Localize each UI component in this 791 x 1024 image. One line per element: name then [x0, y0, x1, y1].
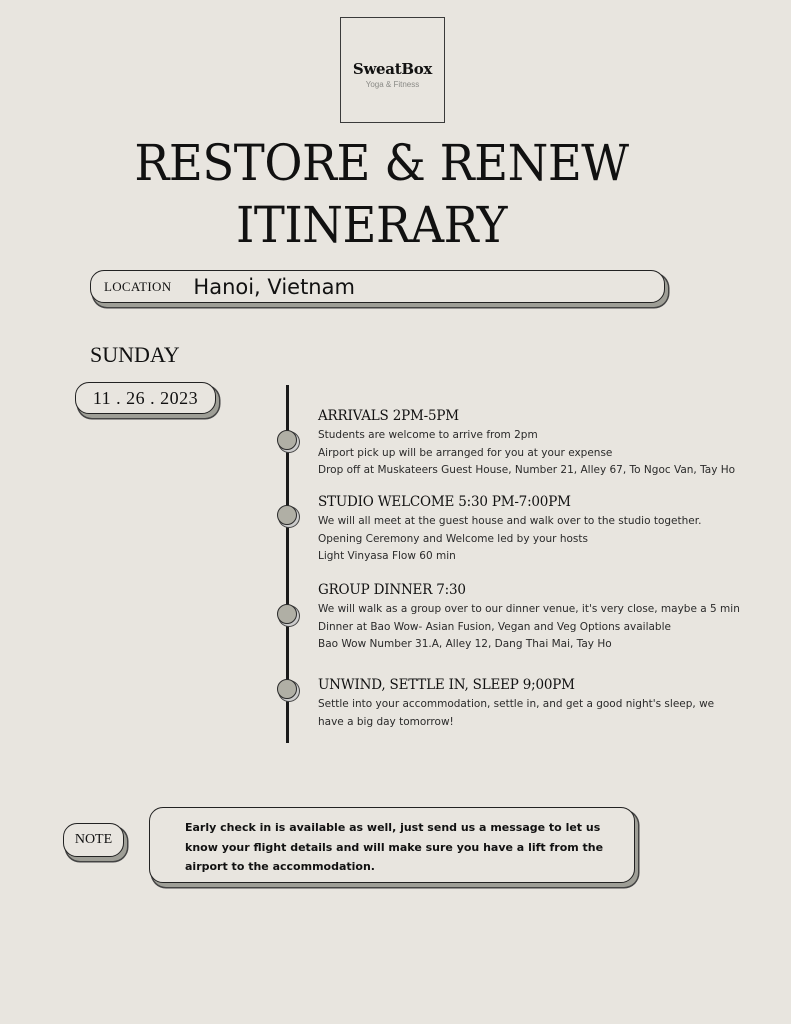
event-title: STUDIO WELCOME 5:30 PM-7:00PM	[318, 494, 571, 510]
date-badge: 11 . 26 . 2023	[75, 382, 216, 414]
note-label: NOTE	[74, 832, 113, 847]
event-detail: have a big day tomorrow!	[318, 715, 454, 728]
note-line: Early check in is available as well, jus…	[185, 821, 601, 834]
event-detail: We will all meet at the guest house and …	[318, 515, 702, 527]
timeline-dot-icon	[277, 505, 297, 525]
event-detail: Settle into your accommodation, settle i…	[318, 698, 715, 710]
day-heading: SUNDAY	[90, 342, 180, 367]
location-bar: LOCATION Hanoi, Vietnam	[90, 270, 665, 303]
logo: SweatBox Yoga & Fitness	[340, 17, 445, 123]
page-title-line-1: RESTORE & RENEW	[134, 134, 629, 192]
timeline-line	[286, 385, 289, 743]
event-title: ARRIVALS 2PM-5PM	[318, 408, 459, 424]
note-line: know your flight details and will make s…	[185, 840, 604, 854]
event-detail: Bao Wow Number 31.A, Alley 12, Dang Thai…	[318, 638, 612, 650]
logo-tagline: Yoga & Fitness	[365, 79, 420, 89]
timeline-dot-icon	[277, 604, 297, 624]
note-badge: NOTE	[63, 823, 124, 857]
timeline-dot-icon	[277, 430, 297, 450]
event-group-dinner: GROUP DINNER 7:30 We will walk as a grou…	[318, 582, 758, 654]
note-box: Early check in is available as well, jus…	[149, 807, 635, 883]
location-label: LOCATION	[104, 278, 172, 294]
timeline-dot-icon	[277, 679, 297, 699]
event-detail: Students are welcome to arrive from 2pm	[318, 429, 538, 441]
event-detail: Drop off at Muskateers Guest House, Numb…	[318, 464, 736, 476]
event-detail: Airport pick up will be arranged for you…	[318, 446, 613, 459]
event-detail: We will walk as a group over to our dinn…	[318, 603, 740, 615]
event-detail: Light Vinyasa Flow 60 min	[318, 550, 456, 562]
note-line: airport to the accommodation.	[185, 860, 375, 873]
event-unwind: UNWIND, SETTLE IN, SLEEP 9;00PM Settle i…	[318, 677, 758, 731]
event-arrivals: ARRIVALS 2PM-5PM Students are welcome to…	[318, 408, 758, 480]
logo-name: SweatBox	[352, 59, 433, 78]
event-title: GROUP DINNER 7:30	[318, 582, 466, 598]
page-title-line-2: ITINERARY	[235, 196, 508, 254]
event-detail: Opening Ceremony and Welcome led by your…	[318, 532, 588, 545]
event-studio-welcome: STUDIO WELCOME 5:30 PM-7:00PM We will al…	[318, 494, 758, 566]
date-text: 11 . 26 . 2023	[92, 387, 199, 408]
event-title: UNWIND, SETTLE IN, SLEEP 9;00PM	[318, 677, 575, 693]
event-detail: Dinner at Bao Wow- Asian Fusion, Vegan a…	[318, 620, 671, 633]
location-value: Hanoi, Vietnam	[193, 274, 355, 299]
